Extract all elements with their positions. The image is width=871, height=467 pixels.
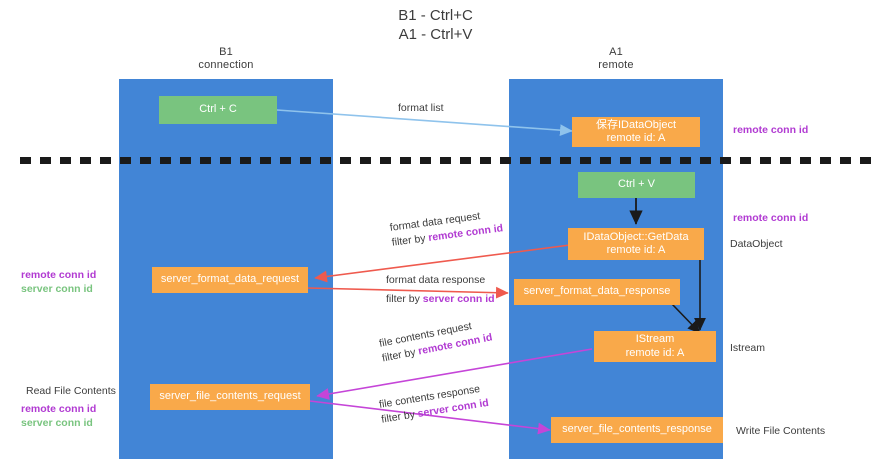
node-ctrl-v[interactable]: Ctrl + V bbox=[578, 172, 695, 198]
page-title: B1 - Ctrl+C A1 - Ctrl+V bbox=[0, 6, 871, 44]
edge-label-format-data-response: format data response filter by server co… bbox=[386, 273, 495, 307]
annotation-remote-conn-id-top: remote conn id bbox=[733, 124, 809, 136]
node-server-file-contents-request-label: server_file_contents_request bbox=[159, 390, 301, 403]
node-server-file-contents-response-label: server_file_contents_response bbox=[562, 423, 712, 436]
node-save-idataobject-label: 保存IDataObject bbox=[595, 118, 677, 131]
lane-header-a1: A1 remote bbox=[509, 46, 723, 72]
node-ctrl-c-label: Ctrl + C bbox=[199, 103, 237, 116]
lane-header-a1-role: remote bbox=[598, 59, 634, 71]
edge-label-format-list-text: format list bbox=[398, 102, 444, 114]
title-line-2: A1 - Ctrl+V bbox=[398, 26, 473, 43]
node-idataobject-getdata-remote-id: remote id: A bbox=[606, 244, 666, 256]
edge-label-format-data-response-text: format data response bbox=[386, 274, 486, 286]
annotation-istream: Istream bbox=[730, 342, 766, 354]
edge-label-file-contents-request: file contents request filter by remote c… bbox=[378, 316, 494, 367]
node-server-file-contents-request[interactable]: server_file_contents_request bbox=[150, 384, 310, 410]
phase-divider bbox=[20, 157, 871, 164]
filter-prefix: filter by bbox=[391, 232, 430, 249]
node-ctrl-c[interactable]: Ctrl + C bbox=[159, 96, 277, 124]
title-line-1: B1 - Ctrl+C bbox=[398, 7, 473, 24]
edge-label-format-list: format list bbox=[398, 101, 444, 116]
node-server-format-data-request-label: server_format_data_request bbox=[160, 273, 300, 286]
lane-header-a1-name: A1 bbox=[609, 46, 623, 58]
node-server-format-data-response[interactable]: server_format_data_response bbox=[514, 279, 680, 305]
annotation-write-file-contents: Write File Contents bbox=[736, 425, 826, 437]
edge-label-format-data-response-filter: filter by server conn id bbox=[386, 292, 495, 307]
annotation-left-server-conn-id-bottom: server conn id bbox=[21, 417, 93, 429]
filter-prefix: filter by bbox=[386, 293, 423, 305]
node-istream[interactable]: IStream remote id: A bbox=[594, 331, 716, 362]
node-ctrl-v-label: Ctrl + V bbox=[618, 178, 655, 191]
filter-key-server-conn-id: server conn id bbox=[422, 293, 495, 305]
edge-label-file-contents-response: file contents response filter by server … bbox=[378, 381, 490, 428]
node-istream-label: IStream bbox=[635, 333, 675, 345]
annotation-read-file-contents: Read File Contents bbox=[26, 385, 116, 397]
node-server-format-data-response-label: server_format_data_response bbox=[523, 285, 671, 298]
edge-label-format-data-request: format data request filter by remote con… bbox=[389, 206, 504, 250]
lane-header-b1: B1 connection bbox=[119, 46, 333, 72]
node-server-file-contents-response[interactable]: server_file_contents_response bbox=[551, 417, 723, 443]
node-idataobject-getdata-label: IDataObject::GetData bbox=[583, 230, 689, 243]
annotation-dataobject: DataObject bbox=[730, 238, 783, 250]
node-server-format-data-request[interactable]: server_format_data_request bbox=[152, 267, 308, 293]
annotation-left-remote-conn-id-bottom: remote conn id bbox=[21, 403, 97, 415]
node-save-idataobject[interactable]: 保存IDataObject remote id: A bbox=[572, 117, 700, 147]
lane-header-b1-role: connection bbox=[198, 59, 254, 71]
node-save-idataobject-remote-id: remote id: A bbox=[606, 132, 666, 144]
annotation-remote-conn-id-mid: remote conn id bbox=[733, 212, 809, 224]
annotation-left-server-conn-id-mid: server conn id bbox=[21, 283, 93, 295]
node-idataobject-getdata[interactable]: IDataObject::GetData remote id: A bbox=[568, 228, 704, 260]
annotation-left-remote-conn-id-mid: remote conn id bbox=[21, 269, 97, 281]
node-istream-remote-id: remote id: A bbox=[625, 346, 685, 359]
lane-header-b1-name: B1 bbox=[219, 46, 233, 58]
